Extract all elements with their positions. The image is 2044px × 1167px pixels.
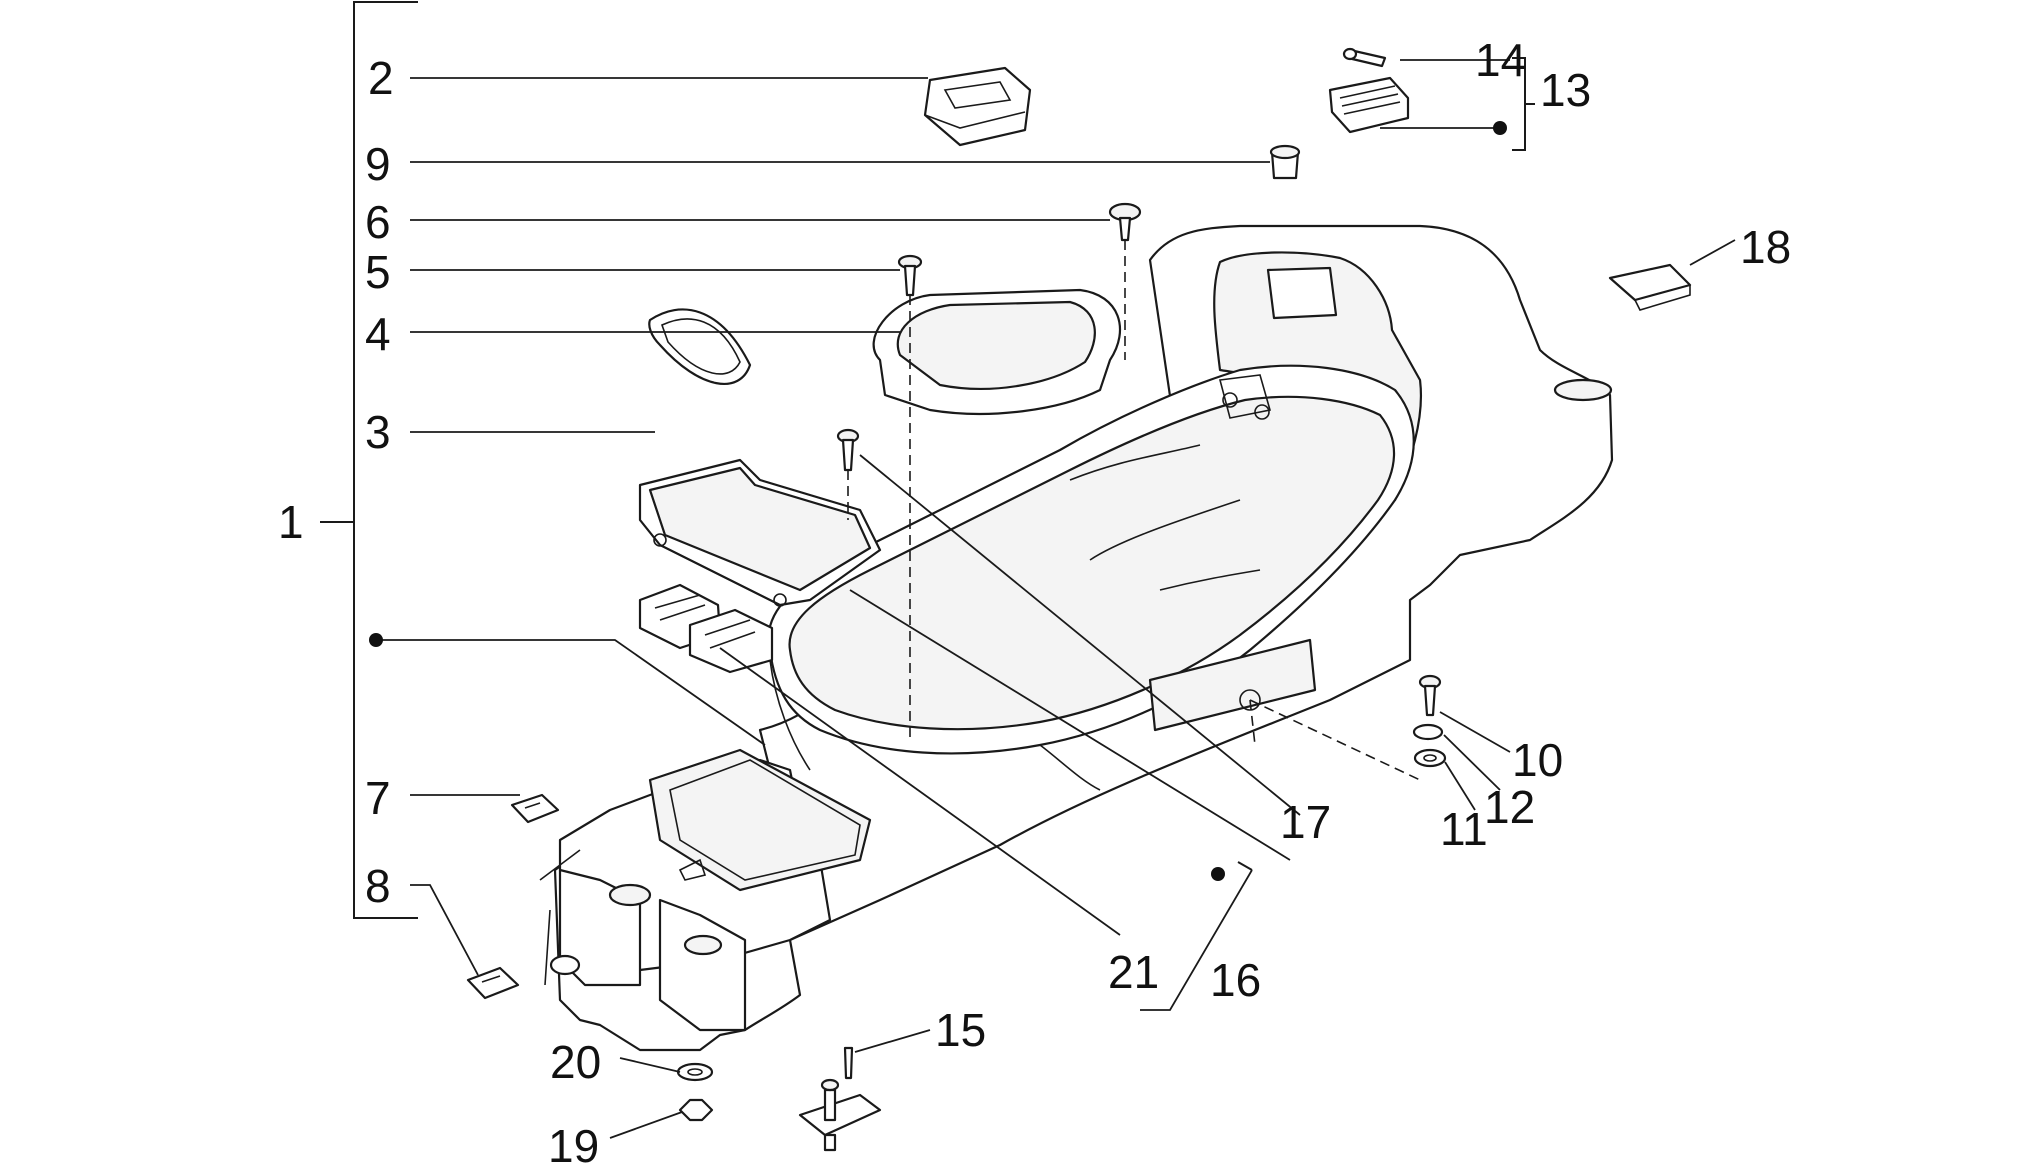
callout-11: 11 <box>1440 803 1488 855</box>
callout-15: 15 <box>935 1004 986 1056</box>
part-2-rubber-cap <box>923 66 1032 147</box>
part-3-gasket <box>648 308 752 386</box>
bracket-1 <box>353 1 418 919</box>
part-15-bracket <box>798 1046 882 1152</box>
part-8-clip <box>466 966 520 1000</box>
group-brackets <box>320 1 1535 919</box>
part-7-clip <box>510 793 560 824</box>
callout-numbers: 1 2 3 4 5 6 7 8 9 10 11 12 13 14 15 16 1… <box>278 34 1791 1167</box>
part-17-screw <box>836 428 860 472</box>
callout-19: 19 <box>548 1120 599 1167</box>
callout-1: 1 <box>278 496 304 548</box>
part-6-screw <box>1108 202 1142 242</box>
callout-21: 21 <box>1108 946 1159 998</box>
callout-8: 8 <box>365 860 391 912</box>
part-9-plug <box>1269 144 1301 180</box>
part-5-screw <box>897 254 923 297</box>
callout-13: 13 <box>1540 64 1591 116</box>
callout-7: 7 <box>365 772 391 824</box>
callout-14: 14 <box>1475 34 1526 86</box>
callout-6: 6 <box>365 196 391 248</box>
part-21-fuse-blocks <box>638 583 774 674</box>
callout-4: 4 <box>365 308 391 360</box>
part-19-20-washer-nut <box>676 1062 714 1122</box>
callout-16: 16 <box>1210 954 1261 1006</box>
callout-9: 9 <box>365 138 391 190</box>
part-13-switch-assembly <box>1328 47 1410 134</box>
callout-18: 18 <box>1740 221 1791 273</box>
callout-20: 20 <box>550 1036 601 1088</box>
leader-lines <box>382 59 1736 1139</box>
assembly-guide-lines <box>847 240 1421 781</box>
callout-10: 10 <box>1512 734 1563 786</box>
callout-17: 17 <box>1280 796 1331 848</box>
battery-cover <box>638 458 882 607</box>
callout-12: 12 <box>1484 781 1535 833</box>
part-18-cap <box>1608 263 1692 311</box>
callout-5: 5 <box>365 246 391 298</box>
part-4-lid-tray <box>872 288 1122 416</box>
callout-2: 2 <box>368 52 394 104</box>
callout-3: 3 <box>365 406 391 458</box>
part-10-11-12-fasteners <box>1412 674 1447 768</box>
reference-dots <box>369 121 1507 881</box>
